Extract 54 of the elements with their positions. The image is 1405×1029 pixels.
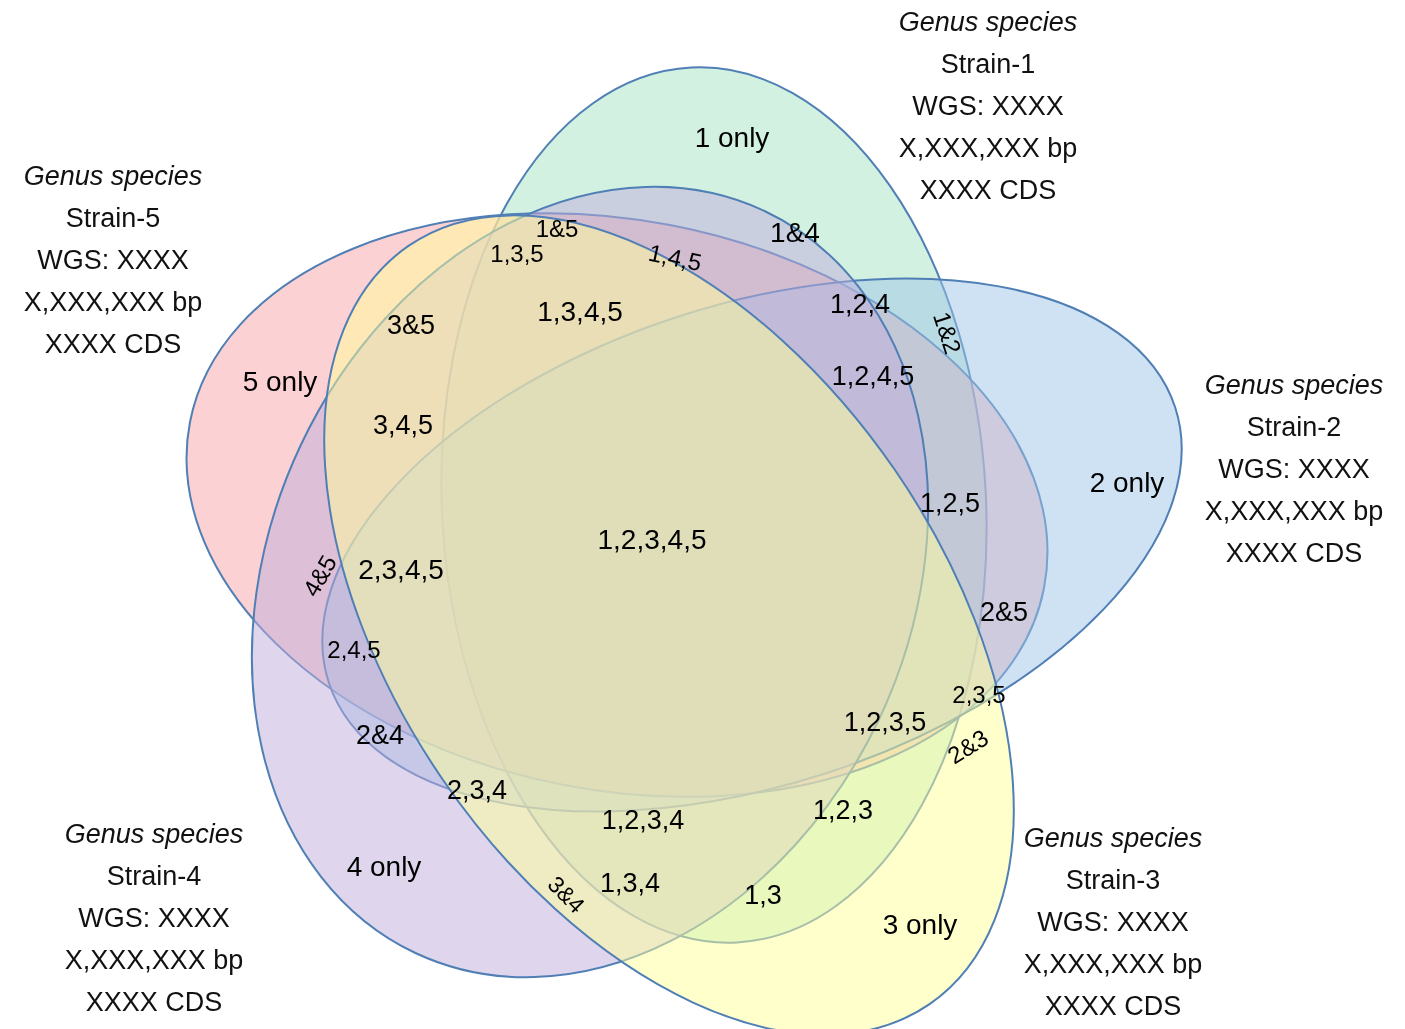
region-label: 1&4 [770, 219, 820, 247]
strain-name: Strain-4 [106, 860, 202, 893]
genome-size: X,XXX,XXX bp [64, 944, 244, 977]
region-label: 1&5 [535, 217, 579, 241]
cds-count: XXXX CDS [919, 174, 1057, 207]
wgs-accession: WGS: XXXX [37, 244, 189, 277]
region-label: 2&4 [356, 721, 404, 749]
region-label: 1,2,4,5 [831, 362, 915, 390]
region-label: 3,4,5 [372, 411, 434, 439]
species-name: Genus species [23, 160, 203, 193]
region-label: 1&2 [929, 309, 965, 357]
region-label: 1,3,5 [490, 242, 544, 266]
strain-name: Strain-5 [65, 202, 161, 235]
region-label: 1,2,3,4 [601, 806, 685, 834]
cds-count: XXXX CDS [44, 328, 182, 361]
region-label: 3&4 [543, 872, 589, 918]
cds-count: XXXX CDS [1044, 990, 1182, 1023]
region-label: 1 only [694, 124, 770, 152]
region-label: 1,2,3 [812, 796, 874, 824]
cds-count: XXXX CDS [1225, 537, 1363, 570]
genome-size: X,XXX,XXX bp [23, 286, 203, 319]
region-label: 2&3 [943, 725, 993, 769]
region-label: 2&5 [980, 598, 1028, 626]
wgs-accession: WGS: XXXX [1218, 453, 1370, 486]
region-label: 1,3 [744, 881, 782, 909]
region-label: 3 only [882, 911, 958, 939]
region-label: 1,2,4 [829, 290, 891, 318]
region-label: 1,2,3,5 [843, 708, 927, 736]
region-label: 1,2,5 [919, 489, 981, 517]
species-name: Genus species [898, 6, 1078, 39]
region-label: 5 only [242, 368, 318, 396]
region-label: 2 only [1089, 469, 1165, 497]
genome-size: X,XXX,XXX bp [898, 132, 1078, 165]
region-label: 3&5 [387, 311, 435, 339]
cds-count: XXXX CDS [85, 986, 223, 1019]
wgs-accession: WGS: XXXX [78, 902, 230, 935]
strain-name: Strain-2 [1246, 411, 1342, 444]
species-name: Genus species [1204, 369, 1384, 402]
strain-name: Strain-3 [1065, 864, 1161, 897]
region-label: 1,4,5 [646, 240, 704, 276]
region-label: 1,3,4,5 [537, 298, 623, 326]
region-label: 2,4,5 [327, 638, 381, 662]
region-label: 2,3,4,5 [358, 556, 444, 584]
strain-name: Strain-1 [940, 48, 1036, 81]
species-name: Genus species [64, 818, 244, 851]
genome-size: X,XXX,XXX bp [1204, 495, 1384, 528]
region-label: 1,2,3,4,5 [597, 526, 707, 554]
region-label: 4 only [346, 853, 422, 881]
species-name: Genus species [1023, 822, 1203, 855]
genome-size: X,XXX,XXX bp [1023, 948, 1203, 981]
wgs-accession: WGS: XXXX [912, 90, 1064, 123]
wgs-accession: WGS: XXXX [1037, 906, 1189, 939]
region-label: 1,3,4 [599, 869, 661, 897]
region-label: 2,3,4 [446, 776, 508, 804]
